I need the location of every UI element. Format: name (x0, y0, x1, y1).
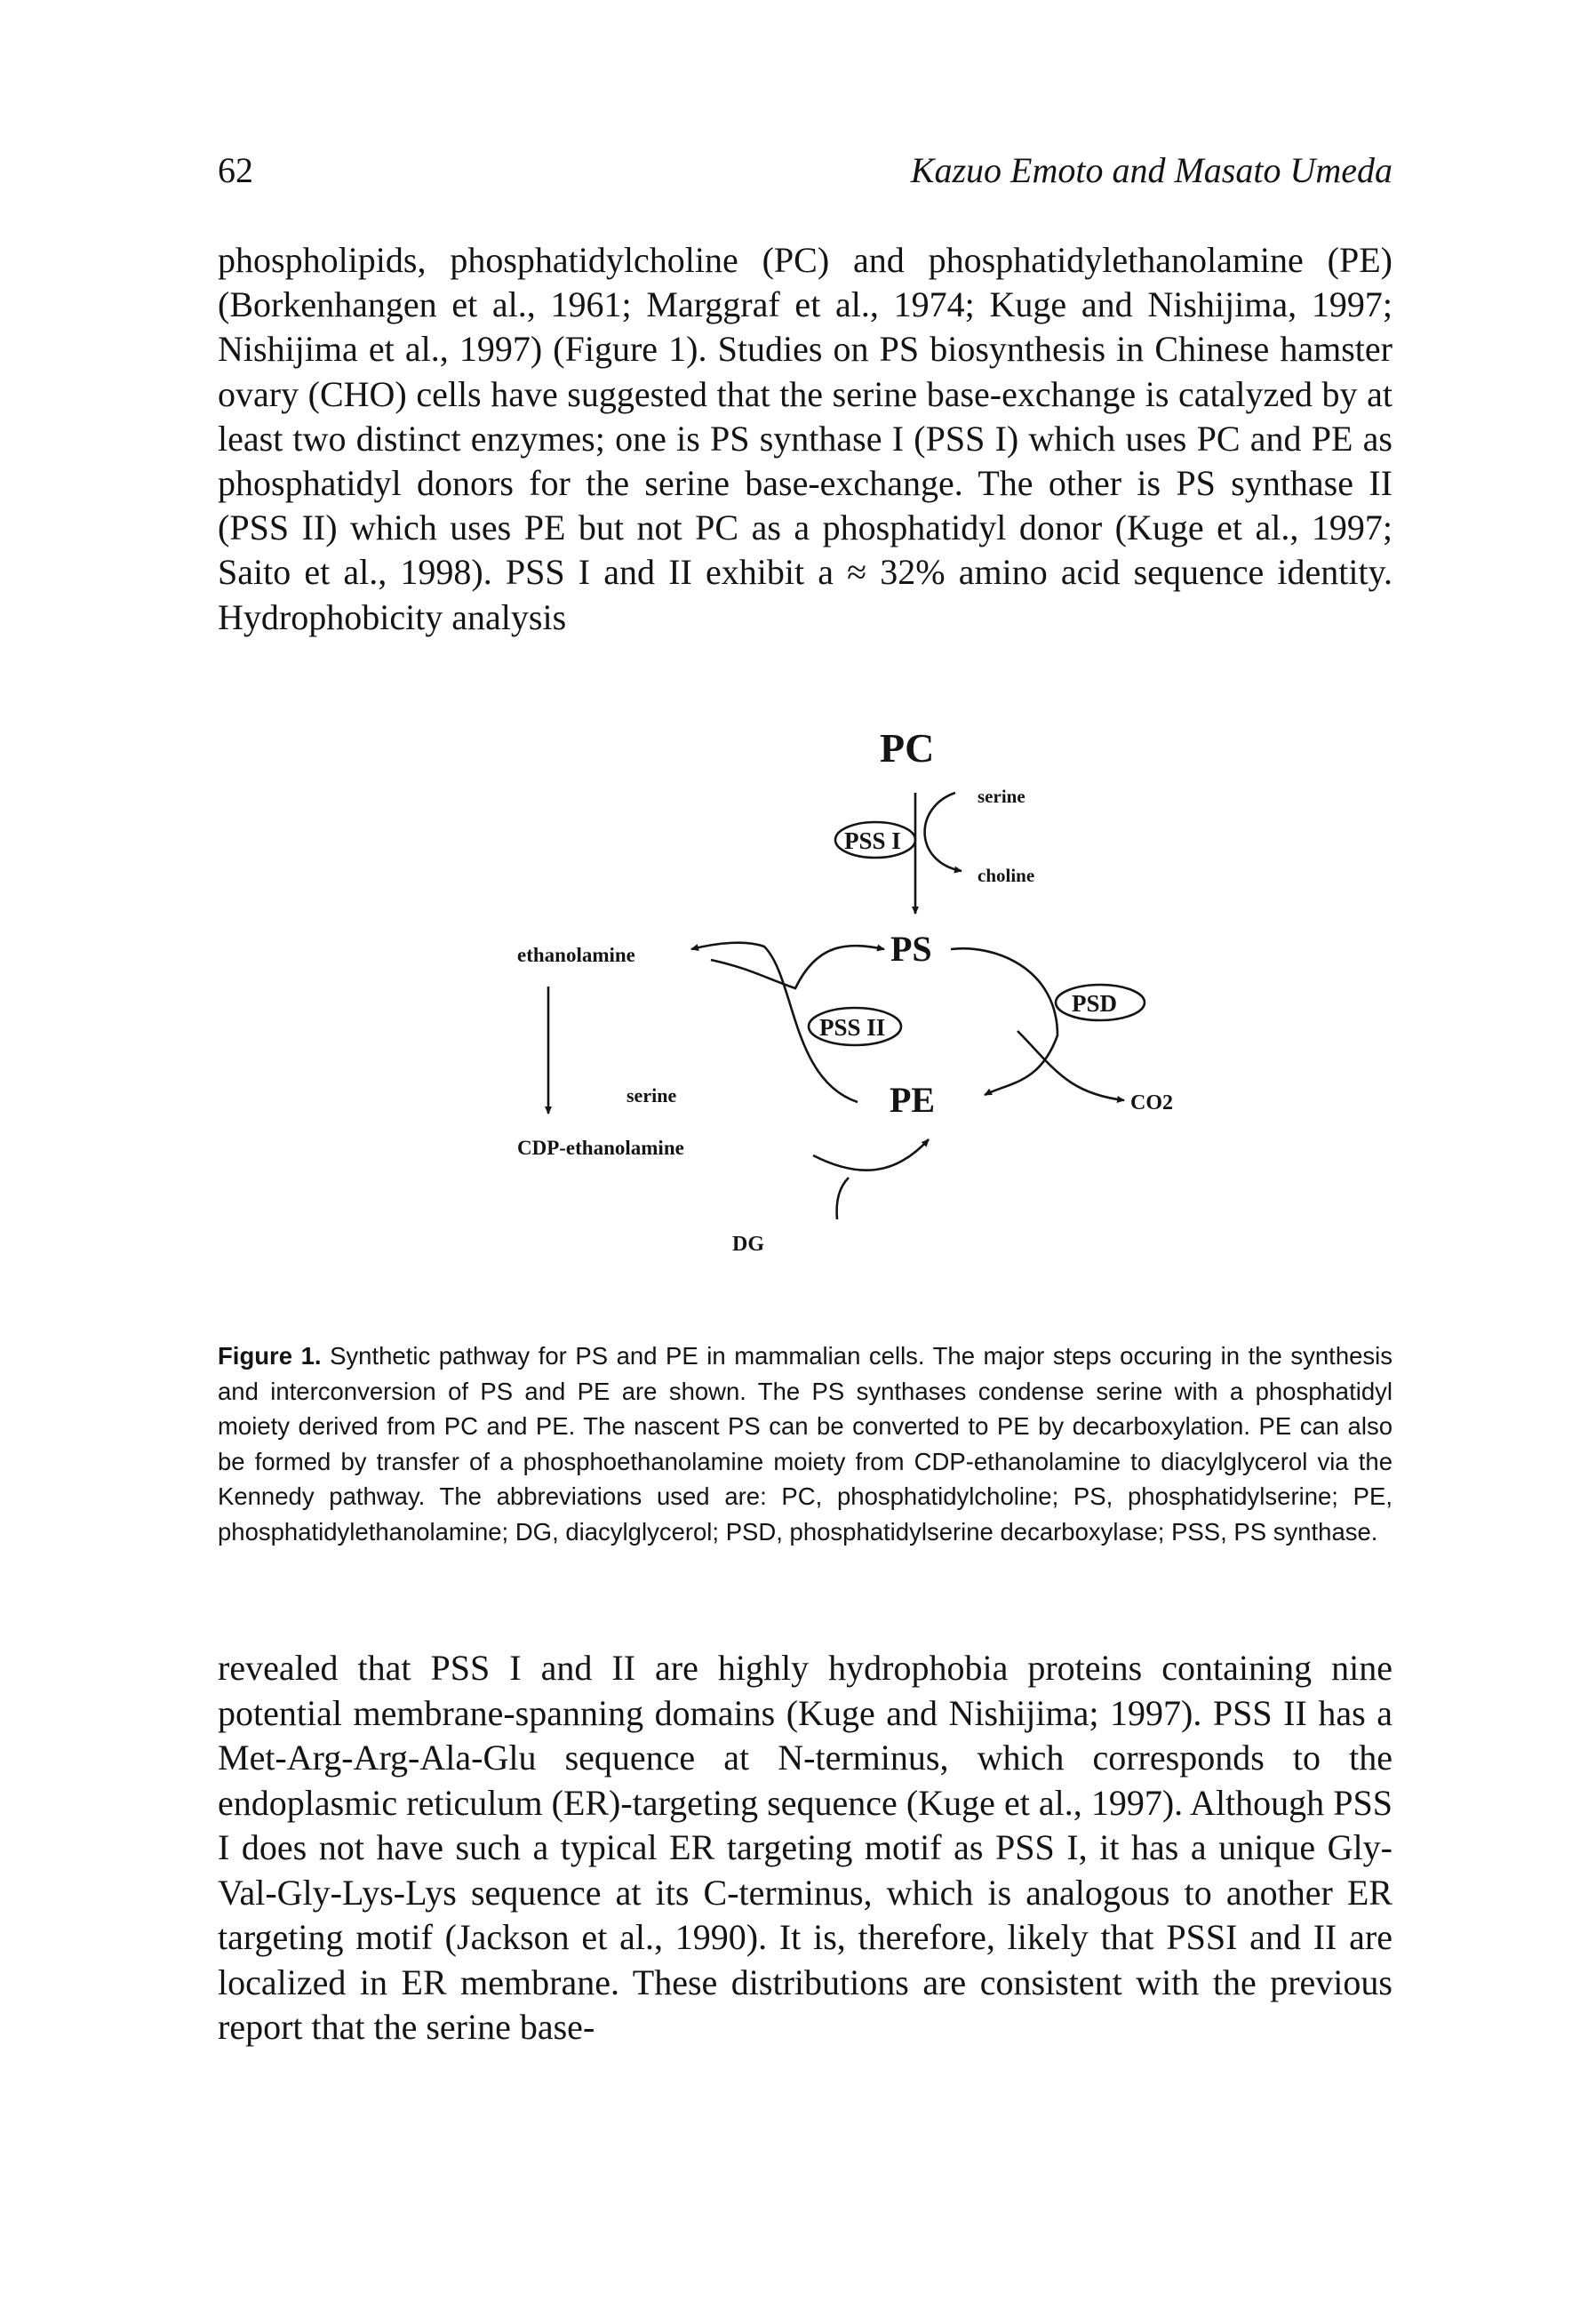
ethanolamine-release-curve (690, 941, 858, 1104)
figure-caption: Figure 1. Synthetic pathway for PS and P… (218, 1338, 1393, 1549)
cdp-to-pe-curve (812, 1139, 930, 1171)
pc-label: PC (880, 725, 934, 771)
serine-top-label: serine (978, 786, 1025, 807)
serine-choline-curve (923, 791, 962, 874)
dg-label: DG (732, 1233, 764, 1256)
psd-oval (1054, 983, 1146, 1022)
running-head: Kazuo Emoto and Masato Umeda (910, 150, 1393, 190)
serine-left-label: serine (626, 1084, 676, 1107)
pss1-label: PSS I (844, 827, 901, 854)
pss2-label: PSS II (819, 1014, 885, 1041)
pe-label: PE (890, 1080, 935, 1120)
ps-label: PS (890, 929, 932, 969)
cdp-ethanolamine-label: CDP-ethanolamine (517, 1137, 684, 1159)
figure-label: Figure 1. (218, 1342, 322, 1370)
caption-text: Synthetic pathway for PS and PE in mamma… (218, 1342, 1393, 1546)
co2-release-curve (1017, 1030, 1125, 1103)
choline-label: choline (978, 865, 1034, 886)
pathway-diagram: PC serine PSS I choline ethanolamine PS … (517, 725, 1173, 1256)
psd-label: PSD (1072, 990, 1117, 1017)
dg-branch-curve (835, 1177, 850, 1220)
ps-to-pe-curve (950, 947, 1059, 1097)
body-paragraph-bottom: revealed that PSS I and II are highly hy… (218, 1648, 1393, 2047)
co2-label: CO2 (1130, 1091, 1173, 1115)
body-paragraph-top: phospholipids, phosphatidylcholine (PC) … (218, 240, 1393, 637)
ethanolamine-label: ethanolamine (517, 944, 635, 966)
pe-to-ps-curve (710, 944, 885, 990)
pss1-oval (834, 820, 917, 859)
pss2-oval (807, 1006, 903, 1047)
page-header: 62 Kazuo Emoto and Masato Umeda (218, 149, 1393, 203)
page-number: 62 (218, 150, 253, 190)
